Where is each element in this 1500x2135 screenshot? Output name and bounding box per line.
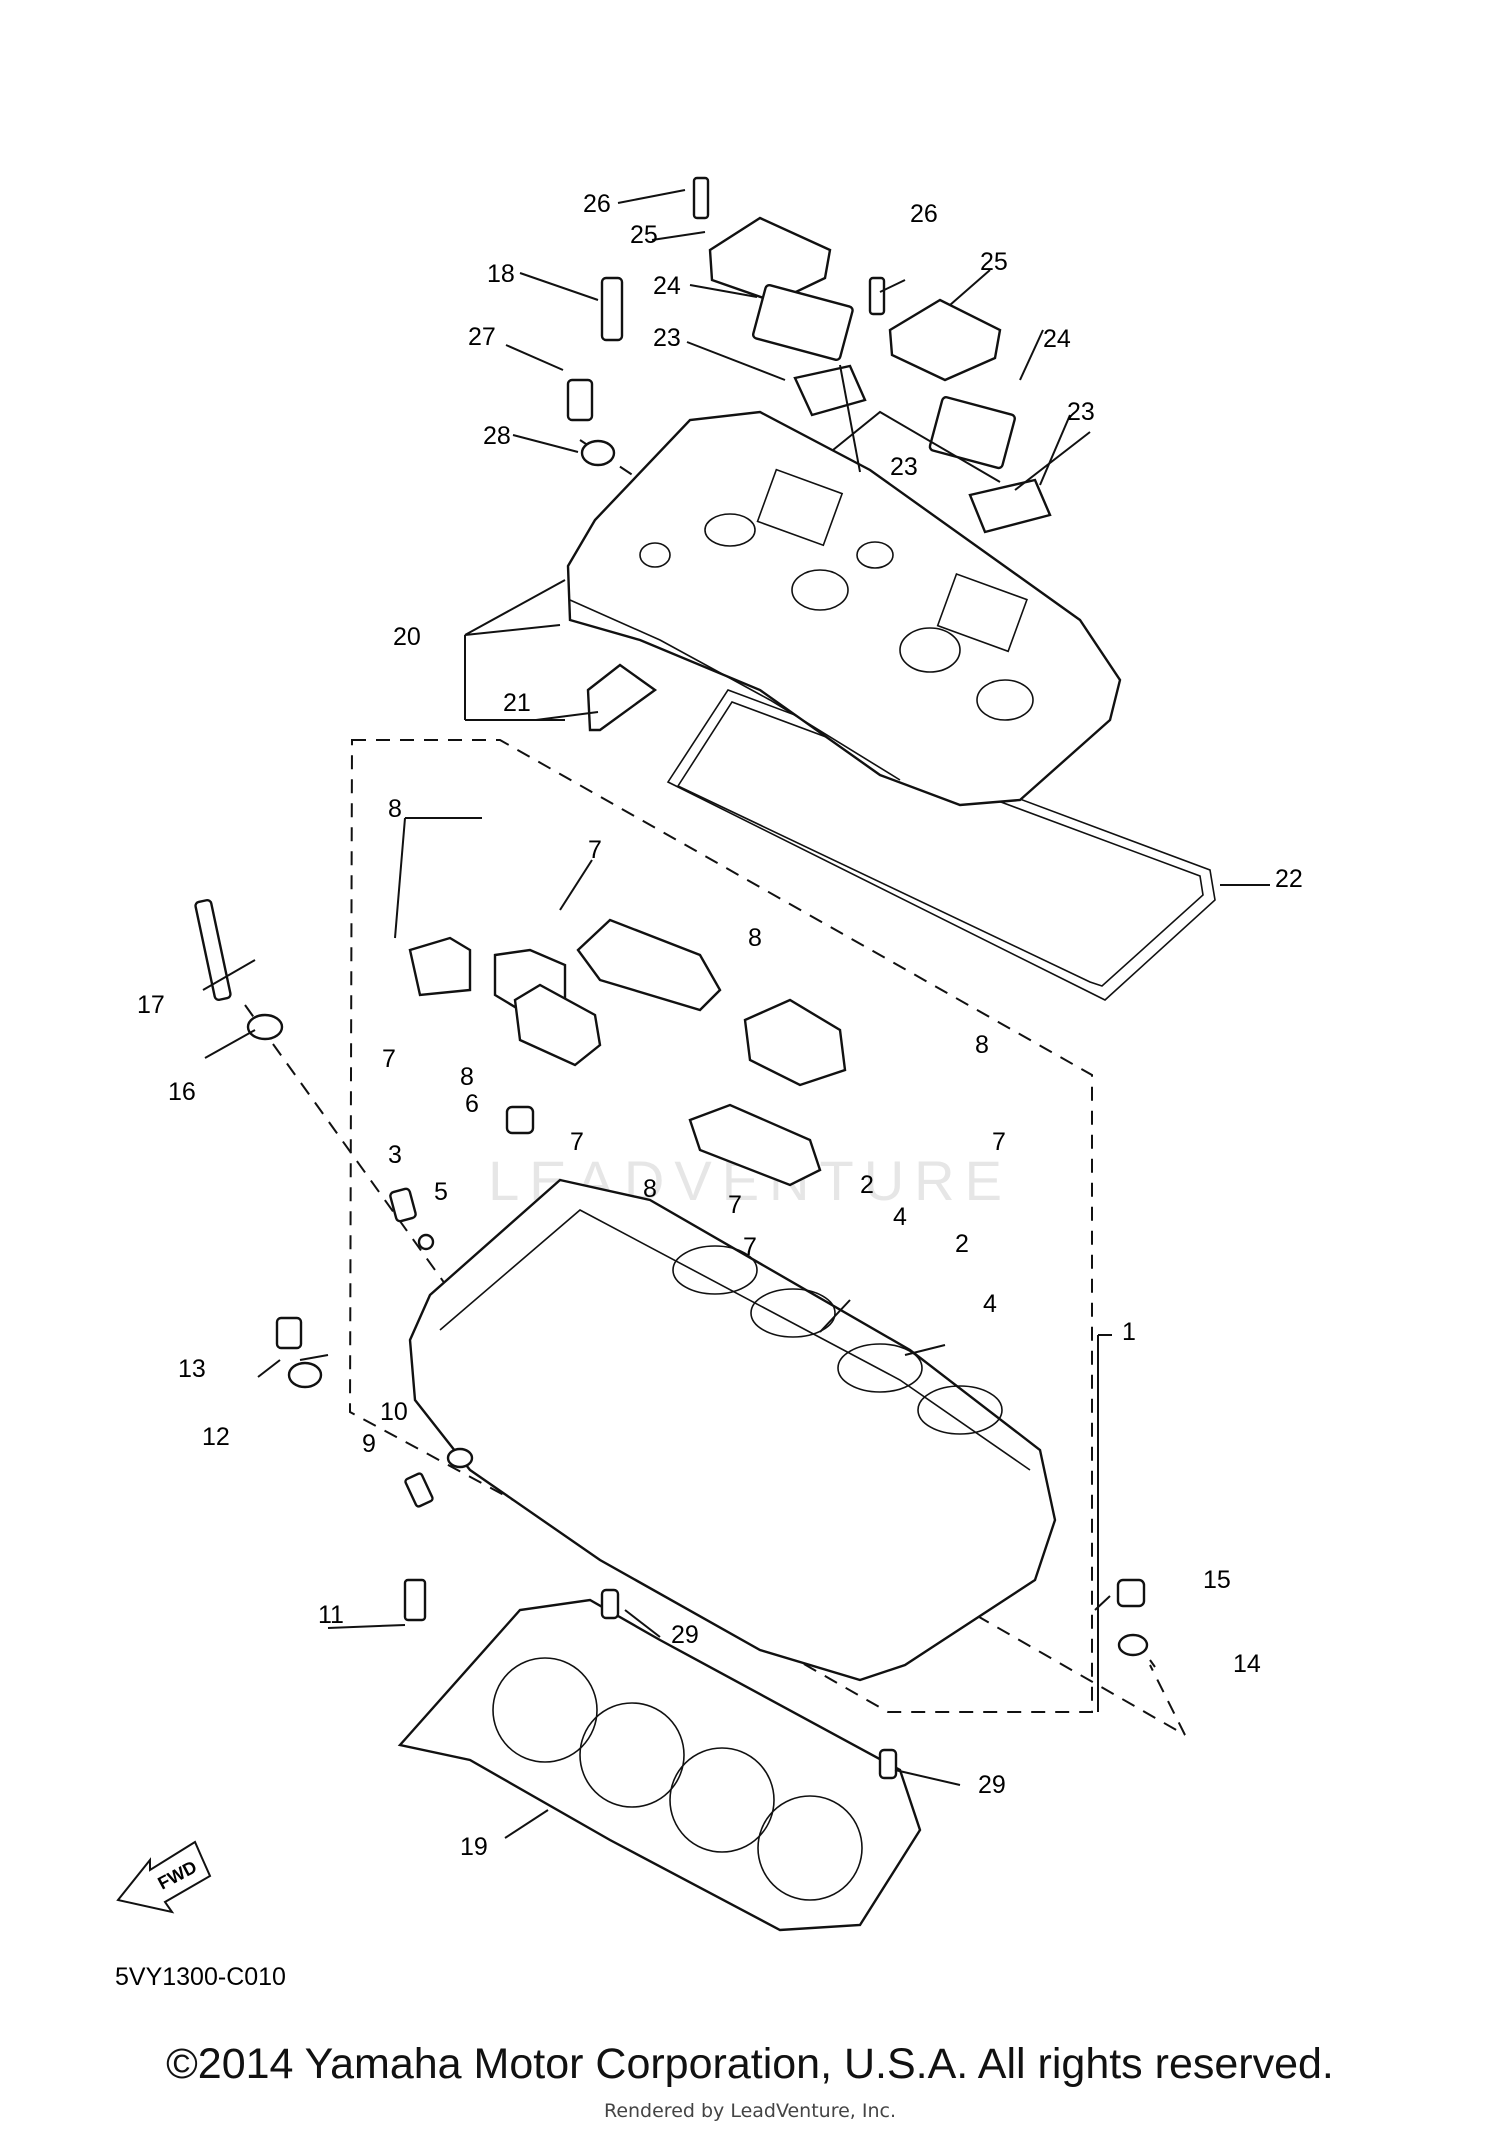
head-gasket <box>397 1598 922 1932</box>
callout-label: 3 <box>388 1141 402 1169</box>
callout-label: 17 <box>137 991 165 1019</box>
callout-label: 23 <box>653 324 681 352</box>
callout-label: 2 <box>860 1171 874 1199</box>
callout-label: 7 <box>743 1233 757 1261</box>
callout-label: 13 <box>178 1355 206 1383</box>
callout-label: 26 <box>583 190 611 218</box>
head-bolt <box>194 898 232 1002</box>
bracket <box>586 663 658 732</box>
callout-label: 12 <box>202 1423 230 1451</box>
callout-label: 14 <box>1233 1650 1261 1678</box>
ignition-coil-cover <box>708 216 832 304</box>
callout-label: 7 <box>728 1191 742 1219</box>
callout-label: 5 <box>434 1178 448 1206</box>
callout-label: 29 <box>978 1771 1006 1799</box>
assembly-boundary <box>348 739 1093 1713</box>
callout-label: 7 <box>588 836 602 864</box>
callout-label: 19 <box>460 1833 488 1861</box>
callout-label: 7 <box>992 1128 1006 1156</box>
plate <box>751 283 854 361</box>
callout-label: 7 <box>570 1128 584 1156</box>
callout-label: 27 <box>468 323 496 351</box>
callout-label: 16 <box>168 1078 196 1106</box>
callout-label: 15 <box>1203 1566 1231 1594</box>
callout-label: 8 <box>643 1175 657 1203</box>
callout-label: 29 <box>671 1621 699 1649</box>
callout-label: 22 <box>1275 865 1303 893</box>
callout-label: 23 <box>1067 398 1095 426</box>
callout-label: 23 <box>890 453 918 481</box>
diagram-code: 5VY1300-C010 <box>115 1963 286 1991</box>
copyright-notice: ©2014 Yamaha Motor Corporation, U.S.A. A… <box>166 2040 1334 2088</box>
bolt <box>692 176 710 220</box>
callout-label: 8 <box>748 924 762 952</box>
callout-label: 24 <box>1043 325 1071 353</box>
callout-label: 9 <box>362 1430 376 1458</box>
callout-label: 25 <box>980 248 1008 276</box>
callout-label: 20 <box>393 623 421 651</box>
callout-label: 24 <box>653 272 681 300</box>
spark-plug <box>600 276 624 342</box>
rendered-by-credit: Rendered by LeadVenture, Inc. <box>603 2100 897 2122</box>
callout-label: 28 <box>483 422 511 450</box>
callout-label: 8 <box>388 795 402 823</box>
callout-label: 1 <box>1122 1318 1136 1346</box>
valve-cover-gasket <box>666 689 1216 1001</box>
callout-label: 8 <box>975 1031 989 1059</box>
valve-cover <box>566 410 1122 807</box>
callout-label: 6 <box>465 1090 479 1118</box>
callout-label: 10 <box>380 1398 408 1426</box>
callout-label: 2 <box>955 1230 969 1258</box>
fwd-arrow-icon: FWD <box>116 1840 212 1914</box>
callout-label: 4 <box>983 1290 997 1318</box>
callout-label: 18 <box>487 260 515 288</box>
callout-label: 25 <box>630 221 658 249</box>
callout-label: 21 <box>503 689 531 717</box>
cylinder-head <box>408 1178 1057 1682</box>
callout-label: 26 <box>910 200 938 228</box>
callout-label: 4 <box>893 1203 907 1231</box>
callout-label: 8 <box>460 1063 474 1091</box>
callout-label: 11 <box>318 1601 344 1629</box>
callout-label: 7 <box>382 1045 396 1073</box>
